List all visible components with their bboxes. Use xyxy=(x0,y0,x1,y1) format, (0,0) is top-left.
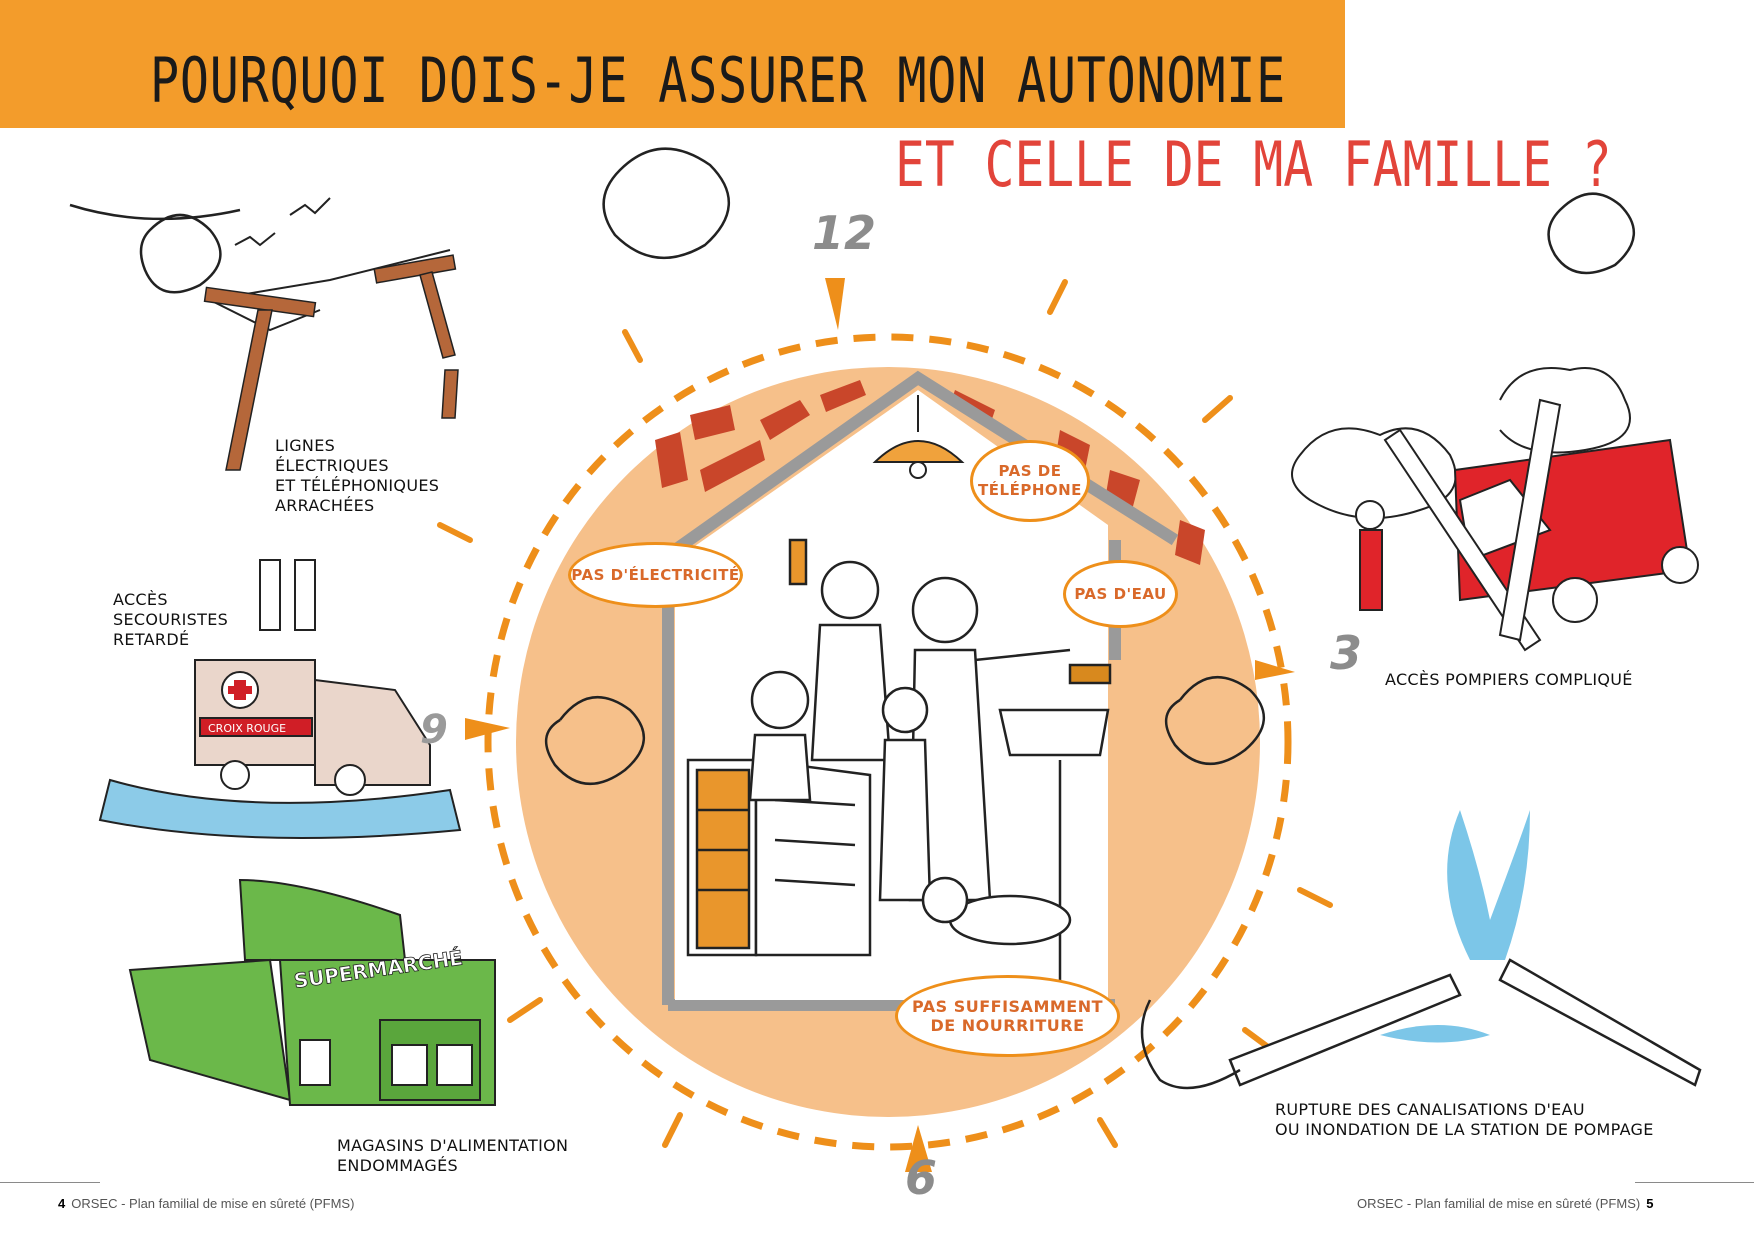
caption-line: MAGASINS D'ALIMENTATION xyxy=(337,1136,569,1155)
medic-figure xyxy=(259,559,281,631)
water-spray-icon xyxy=(1447,810,1530,960)
broken-pipe-illustration xyxy=(1140,810,1702,1090)
firetruck-illustration xyxy=(1291,367,1699,652)
caption-line: RUPTURE DES CANALISATIONS D'EAU xyxy=(1275,1100,1585,1119)
bubble-no-phone: PAS DE TÉLÉPHONE xyxy=(970,440,1090,522)
caption-line: ENDOMMAGÉS xyxy=(337,1156,458,1175)
red-cross-icon xyxy=(228,680,252,700)
caption-line: ET TÉLÉPHONIQUES xyxy=(275,476,440,495)
power-lines-illustration xyxy=(203,197,459,471)
page-number-left: 4 xyxy=(58,1196,66,1211)
clock-number-6: 6 xyxy=(905,1151,938,1205)
caption-line: LIGNES xyxy=(275,436,336,455)
bubble-no-electricity-text: PAS D'ÉLECTRICITÉ xyxy=(571,565,740,584)
bubble-no-water: PAS D'EAU xyxy=(1063,560,1178,628)
firefighter-figure xyxy=(1359,529,1383,611)
wind-clouds xyxy=(69,147,1636,785)
clock-dashed-ring xyxy=(484,333,1292,1151)
arrow-6 xyxy=(905,1125,932,1172)
caption-line: ÉLECTRIQUES xyxy=(275,456,389,475)
caption-food-stores: MAGASINS D'ALIMENTATION ENDOMMAGÉS xyxy=(337,1136,568,1176)
clock-arrows xyxy=(465,278,1295,1172)
bubble-no-water-text: PAS D'EAU xyxy=(1074,584,1167,603)
clock-number-9: 9 xyxy=(420,707,448,753)
mother-head xyxy=(911,576,979,644)
caption-rescuers: ACCÈS SECOURISTES RETARDÉ xyxy=(113,590,228,650)
caption-water-pipes: RUPTURE DES CANALISATIONS D'EAU OU INOND… xyxy=(1275,1100,1654,1140)
family-figures xyxy=(748,538,1072,946)
father-head xyxy=(820,560,880,620)
bubble-not-enough-food: PAS SUFFISAMMENT DE NOURRITURE xyxy=(895,975,1120,1057)
supermarket-illustration xyxy=(128,878,496,1106)
footer-right: ORSEC - Plan familial de mise en sûreté … xyxy=(1357,1196,1659,1211)
footer-right-text: ORSEC - Plan familial de mise en sûreté … xyxy=(1357,1196,1641,1211)
medic-figure xyxy=(294,559,316,631)
bubble-no-phone-line1: PAS DE xyxy=(998,462,1062,480)
footer-left: 4 ORSEC - Plan familial de mise en sûreté… xyxy=(52,1196,354,1211)
clock-ticks xyxy=(437,279,1333,1148)
phone-icon xyxy=(788,538,808,586)
caption-power-lines: LIGNES ÉLECTRIQUES ET TÉLÉPHONIQUES ARRA… xyxy=(275,436,439,516)
page-title: POURQUOI DOIS-JE ASSURER MON AUTONOMIE xyxy=(150,44,1287,117)
arrow-9 xyxy=(465,718,510,740)
caption-line: RETARDÉ xyxy=(113,630,190,649)
open-fridge-icon xyxy=(686,758,872,957)
bubble-food-line1: PAS SUFFISAMMENT xyxy=(911,997,1104,1016)
arrow-12 xyxy=(825,278,845,330)
clock-number-12: 12 xyxy=(812,206,877,260)
page-number-right: 5 xyxy=(1646,1196,1654,1211)
dog-head xyxy=(921,876,969,924)
bubble-food-line2: DE NOURRITURE xyxy=(930,1016,1085,1035)
caption-line: ARRACHÉES xyxy=(275,496,375,515)
page-subtitle: ET CELLE DE MA FAMILLE ? xyxy=(895,128,1612,201)
boy-head xyxy=(750,670,810,730)
arrow-3 xyxy=(1255,660,1295,680)
footer-left-text: ORSEC - Plan familial de mise en sûreté … xyxy=(71,1196,355,1211)
ambulance-sign: CROIX ROUGE xyxy=(208,722,286,735)
bird-icon xyxy=(289,197,331,216)
ceiling-lamp-icon xyxy=(872,395,965,479)
clock-number-3: 3 xyxy=(1330,626,1363,680)
footer-rule-left xyxy=(0,1182,100,1183)
girl-head xyxy=(881,686,929,734)
bubble-no-electricity: PAS D'ÉLECTRICITÉ xyxy=(568,542,743,608)
caption-line: SECOURISTES xyxy=(113,610,229,629)
caption-line: OU INONDATION DE LA STATION DE POMPAGE xyxy=(1275,1120,1654,1139)
caption-line: ACCÈS xyxy=(113,590,168,609)
footer-rule-right xyxy=(1635,1182,1754,1183)
bubble-no-phone-line2: TÉLÉPHONE xyxy=(978,481,1082,499)
bird-icon xyxy=(234,232,276,247)
caption-line: ACCÈS POMPIERS COMPLIQUÉ xyxy=(1385,670,1633,689)
header-bar xyxy=(0,0,1345,128)
sink-icon xyxy=(998,663,1112,1000)
ambulance-illustration xyxy=(98,559,462,839)
caption-firefighters: ACCÈS POMPIERS COMPLIQUÉ xyxy=(1385,670,1633,690)
roof-tiles xyxy=(655,380,1205,565)
